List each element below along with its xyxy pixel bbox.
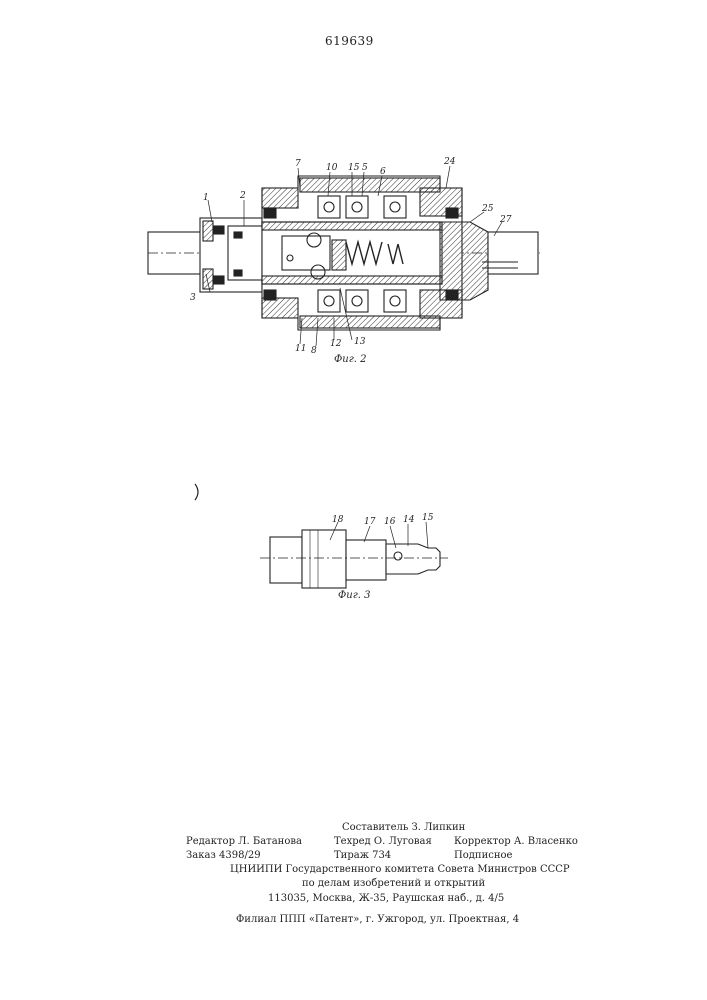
address-line: 113035, Москва, Ж-35, Раушская наб., д. … <box>268 893 504 904</box>
fig3-label: 18 <box>332 515 344 525</box>
order-line: Заказ 4398/29 <box>186 850 261 861</box>
techred-line: Техред О. Луговая <box>334 836 432 847</box>
figure-3-drawing: 18 17 16 14 15 Фиг. 3 <box>0 0 707 620</box>
editor-line: Редактор Л. Батанова <box>186 836 302 847</box>
fig3-label: 17 <box>364 517 376 527</box>
composer-line: Составитель З. Липкин <box>342 822 465 833</box>
fig3-caption: Фиг. 3 <box>338 590 371 601</box>
fig3-label: 14 <box>403 515 415 525</box>
fig3-label: 16 <box>384 517 396 527</box>
circulation-line: Тираж 734 <box>334 850 391 861</box>
shaft-outline <box>195 484 448 588</box>
corrector-line: Корректор А. Власенко <box>454 836 578 847</box>
branch-line: Филиал ППП «Патент», г. Ужгород, ул. Про… <box>236 914 519 925</box>
affairs-line: по делам изобретений и открытий <box>302 878 485 889</box>
fig3-label: 15 <box>422 513 434 523</box>
institute-line: ЦНИИПИ Государственного комитета Совета … <box>230 864 570 875</box>
subscription-line: Подписное <box>454 850 512 861</box>
